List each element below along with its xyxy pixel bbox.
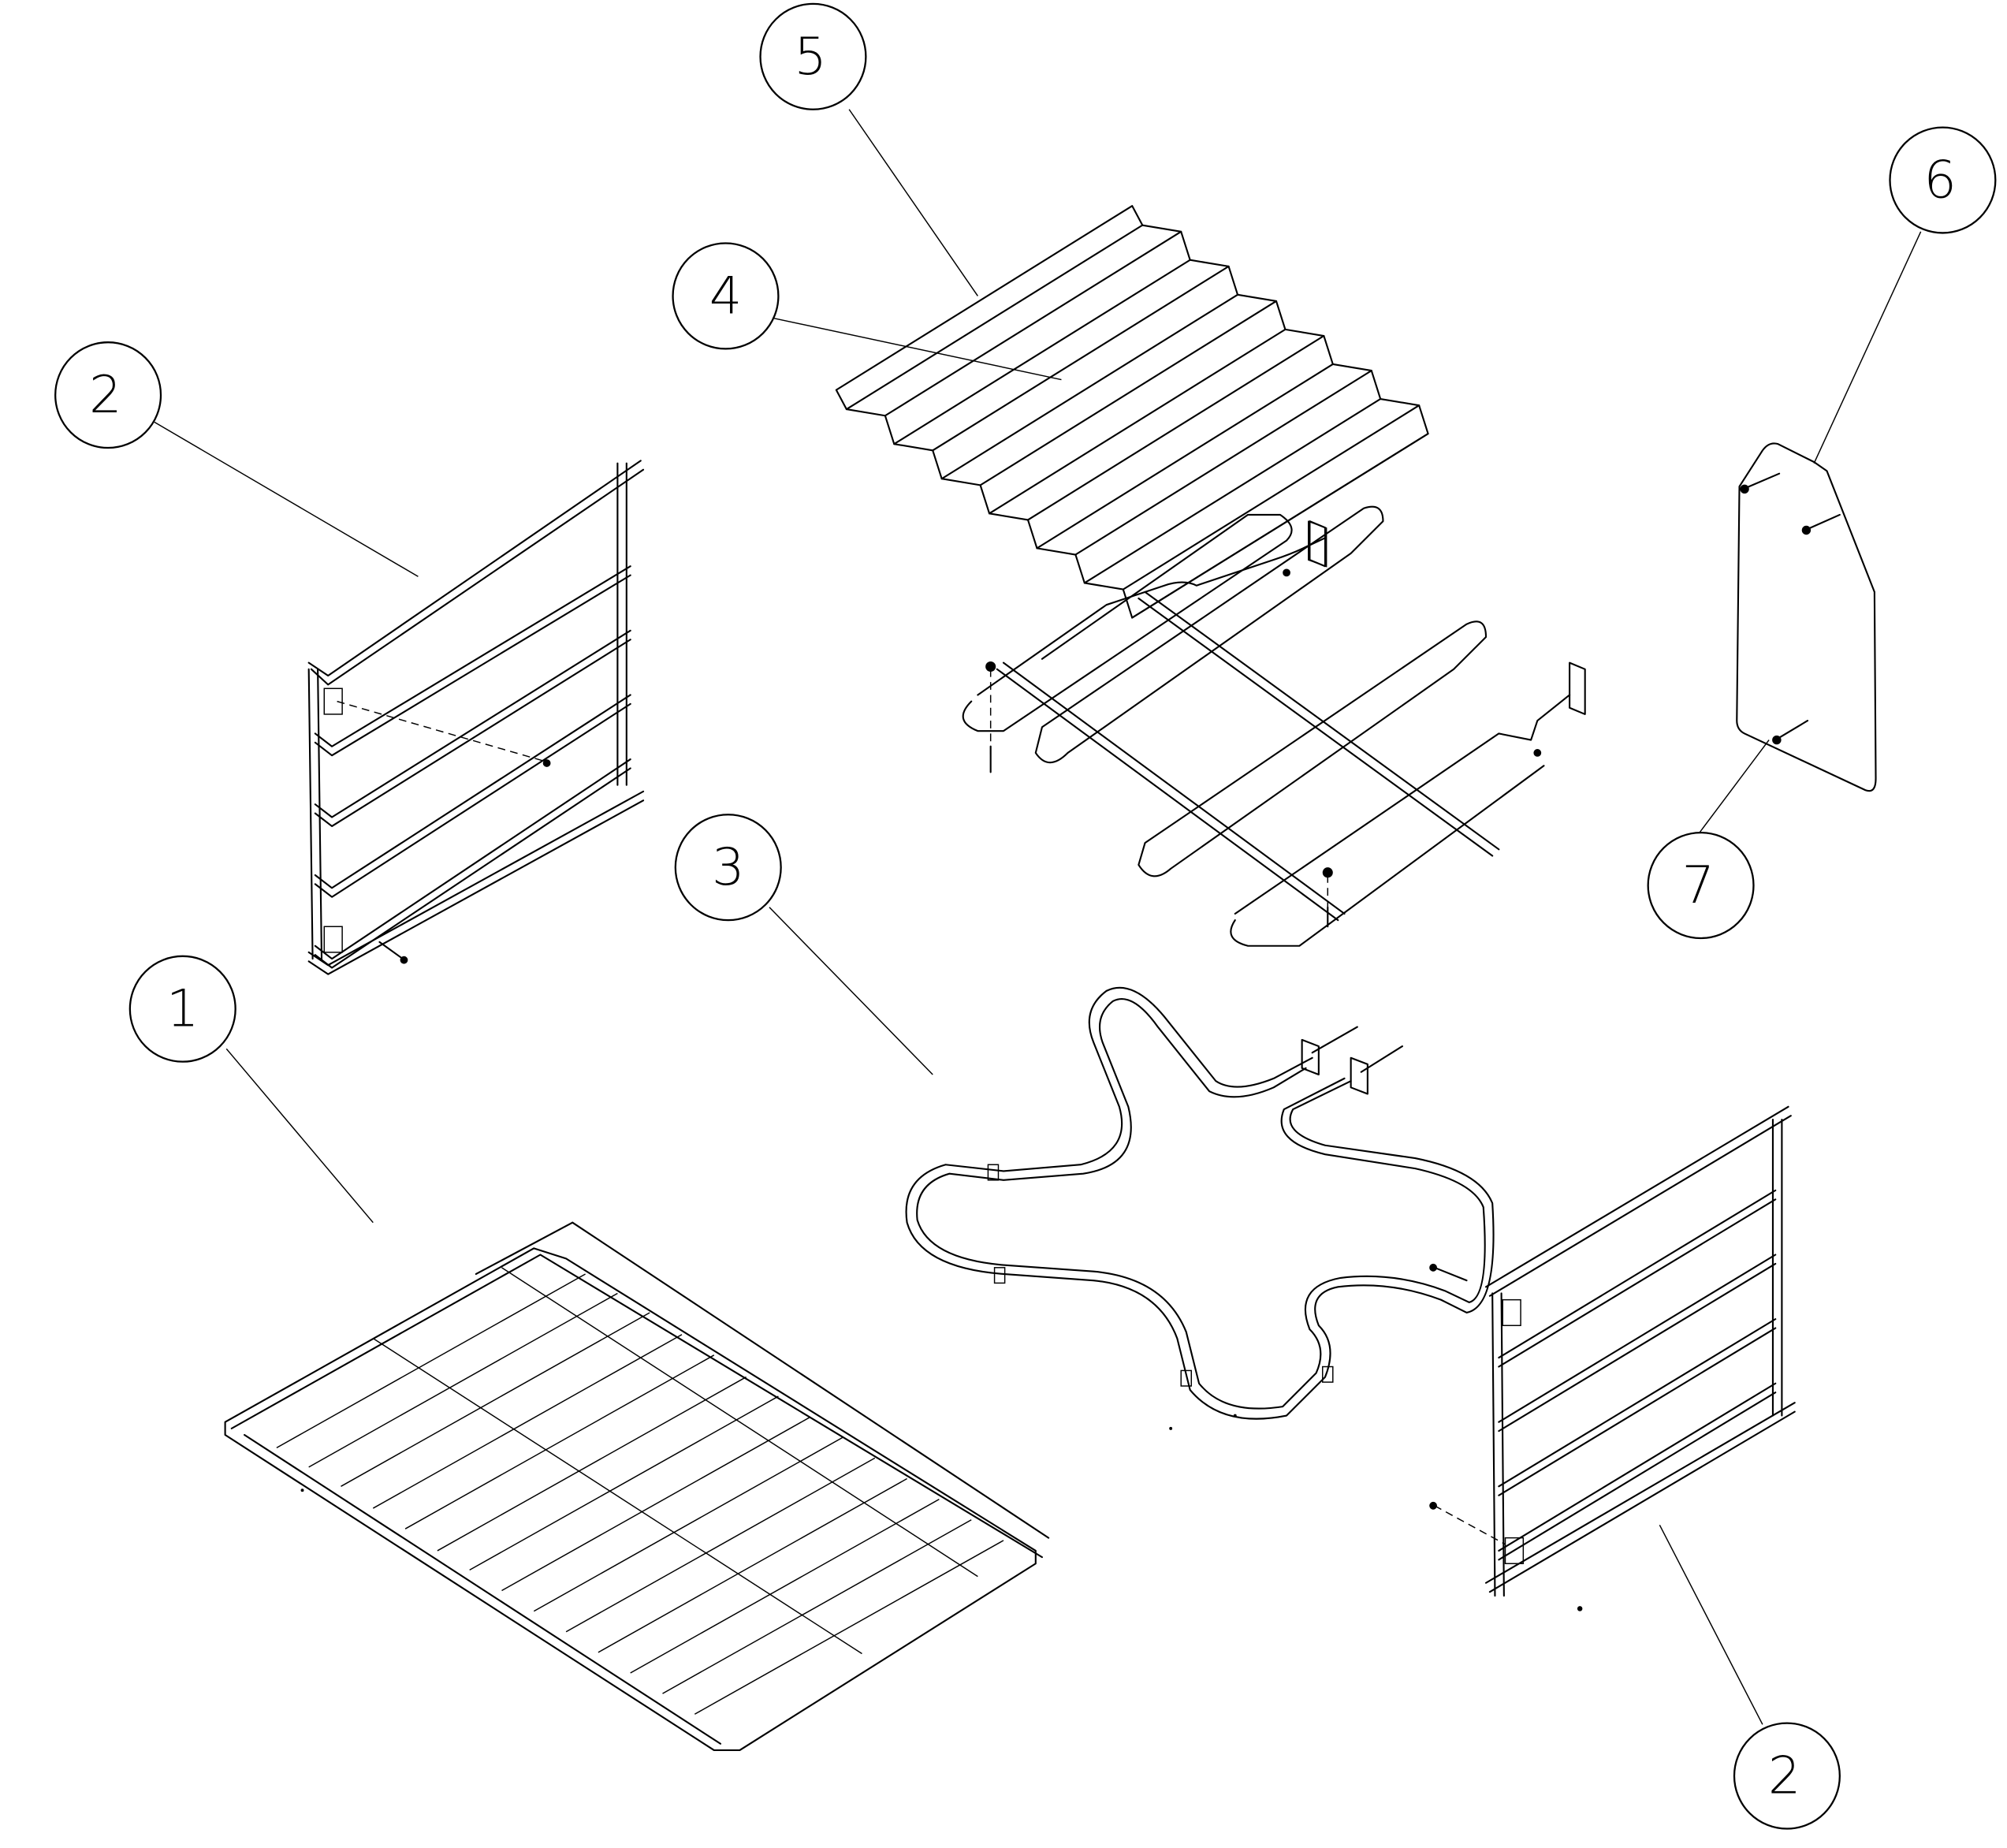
callout-1-label: 1 [166, 979, 199, 1039]
part-5-shield [835, 205, 1429, 619]
callout-2-right: 2 [1733, 1722, 1841, 1830]
callout-7-label: 7 [1682, 855, 1715, 915]
callout-6: 6 [1889, 126, 1997, 234]
callout-2-left: 2 [54, 341, 162, 449]
callout-7: 7 [1647, 831, 1755, 940]
rack-crossbars [276, 1273, 1004, 1715]
callout-1: 1 [128, 955, 236, 1063]
part-2-right-rack-support [1429, 1105, 1796, 1611]
part-4-broil-element [962, 505, 1586, 947]
callout-2-right-label: 2 [1768, 1746, 1801, 1806]
callout-3: 3 [674, 814, 782, 922]
part-6-panel [1736, 442, 1877, 792]
callout-5: 5 [759, 2, 867, 110]
part-3-bake-element [905, 986, 1495, 1420]
callout-4: 4 [672, 242, 780, 350]
callout-3-label: 3 [712, 837, 745, 897]
leader-lines [154, 109, 1922, 1725]
callout-5-label: 5 [794, 27, 827, 87]
callout-4-label: 4 [709, 266, 743, 326]
part-2-left-rack-support [307, 460, 645, 975]
callout-6-label: 6 [1923, 151, 1957, 211]
callout-2-left-label: 2 [89, 365, 122, 425]
part-1-oven-rack [224, 1221, 1050, 1752]
